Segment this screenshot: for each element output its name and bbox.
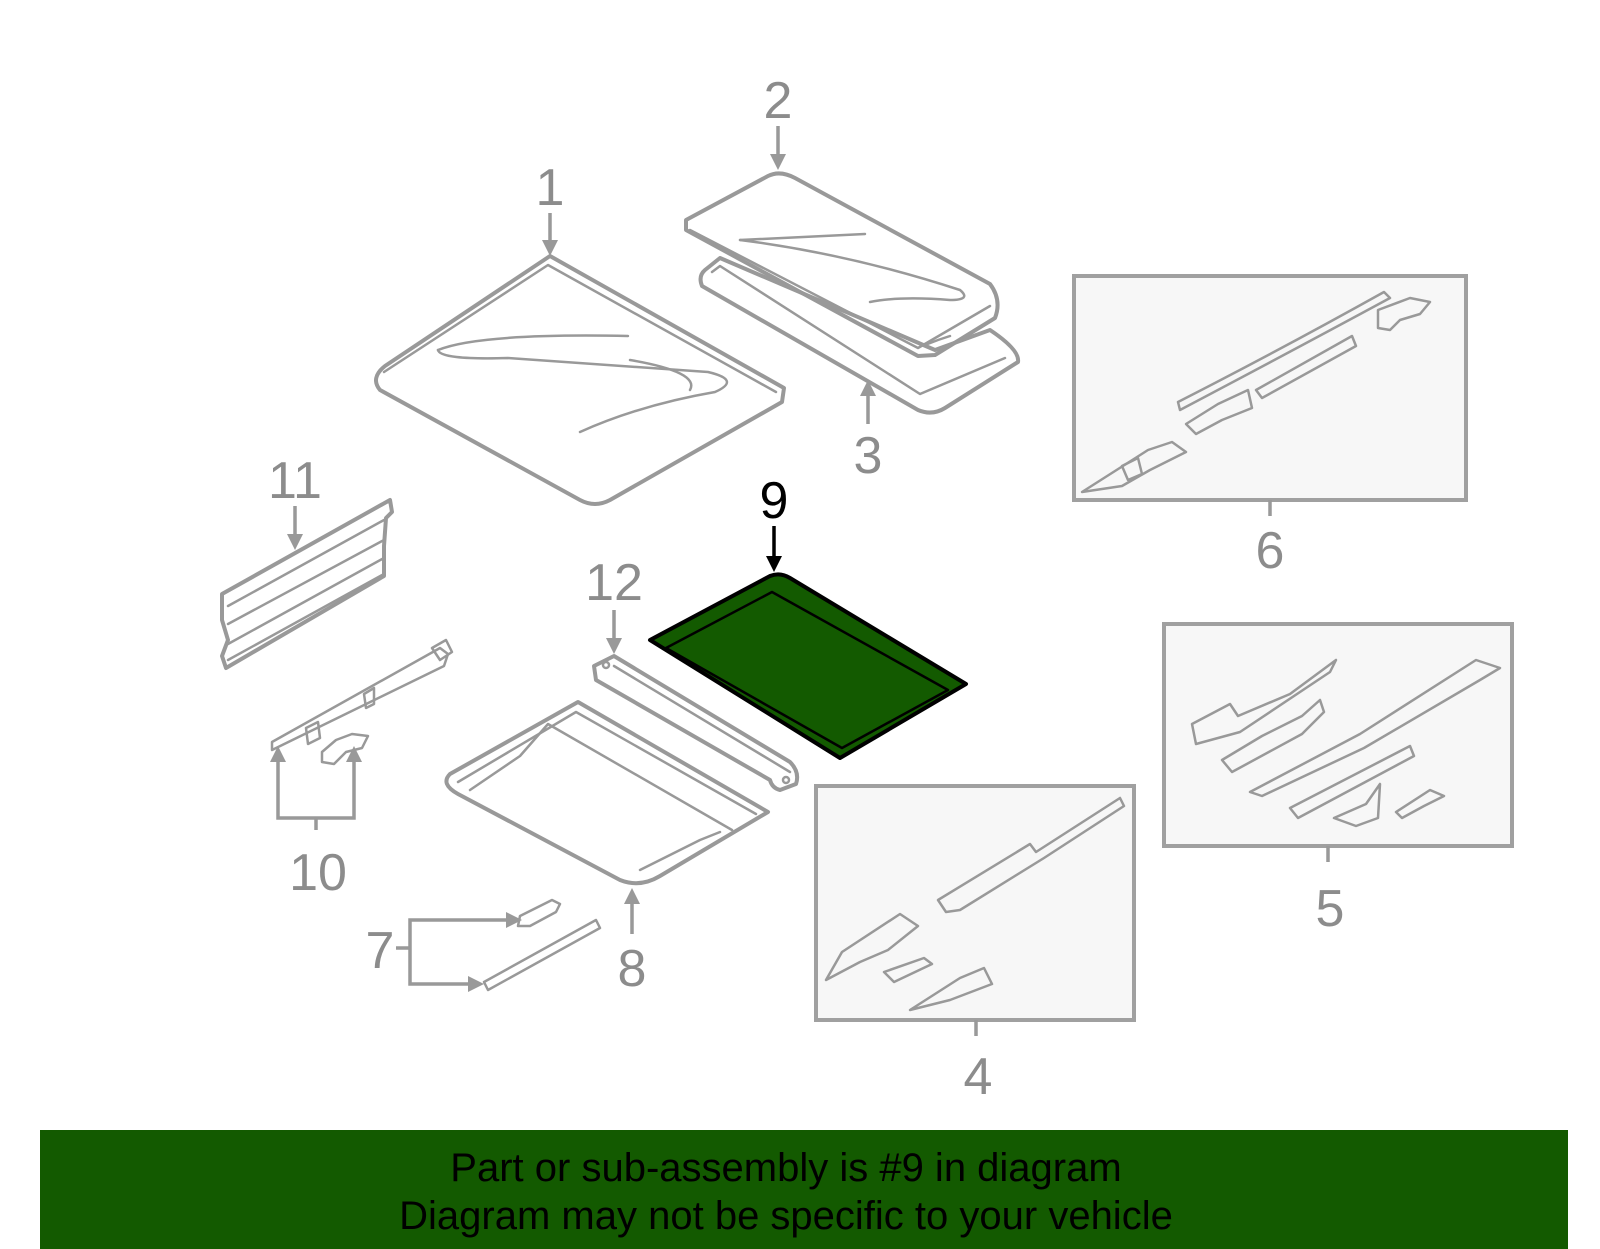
callout-5-label: 5 (1316, 880, 1345, 938)
part-6-box[interactable] (1072, 274, 1468, 502)
part-2-glass-cover[interactable] (684, 171, 1000, 358)
callout-5: 5 (1316, 846, 1345, 938)
callout-3: 3 (854, 380, 883, 485)
callout-6: 6 (1256, 500, 1285, 580)
callout-7-label: 7 (366, 922, 395, 980)
part-10-guide-rails[interactable] (270, 638, 454, 766)
part-1-glass-panel[interactable] (374, 254, 786, 506)
part-11-rail-strip[interactable] (220, 498, 394, 670)
callout-9: 9 (760, 472, 789, 572)
banner-line-disclaimer: Diagram may not be specific to your vehi… (399, 1194, 1173, 1238)
part-5-box[interactable] (1162, 622, 1514, 848)
callout-7: 7 (366, 912, 522, 992)
banner-line-part-number: Part or sub-assembly is #9 in diagram (450, 1146, 1122, 1190)
part-12-deflector-bar[interactable] (592, 654, 800, 792)
callout-6-label: 6 (1256, 522, 1285, 580)
callout-1-label: 1 (536, 159, 565, 217)
callout-3-label: 3 (854, 427, 883, 485)
callout-10-label: 10 (289, 844, 347, 902)
callout-11: 11 (268, 452, 322, 550)
callout-4-label: 4 (964, 1048, 993, 1106)
part-4-box[interactable] (814, 784, 1136, 1022)
part-3-seal-frame[interactable] (698, 256, 1021, 415)
callout-4: 4 (964, 1020, 993, 1106)
callout-9-label: 9 (760, 472, 789, 530)
part-9-highlighted-panel[interactable] (648, 572, 968, 760)
callout-2: 2 (764, 72, 793, 170)
callout-12: 12 (585, 554, 643, 654)
info-banner: Part or sub-assembly is #9 in diagram Di… (40, 1130, 1568, 1249)
callout-2-label: 2 (764, 72, 793, 130)
part-8-sunshade-frame[interactable] (444, 700, 770, 886)
part-7-trim-strips[interactable] (482, 898, 602, 992)
callout-12-label: 12 (585, 554, 643, 612)
callout-11-label: 11 (268, 452, 322, 510)
callout-8: 8 (618, 888, 647, 998)
callout-8-label: 8 (618, 940, 647, 998)
callout-1: 1 (536, 159, 565, 256)
callout-10: 10 (270, 746, 362, 902)
